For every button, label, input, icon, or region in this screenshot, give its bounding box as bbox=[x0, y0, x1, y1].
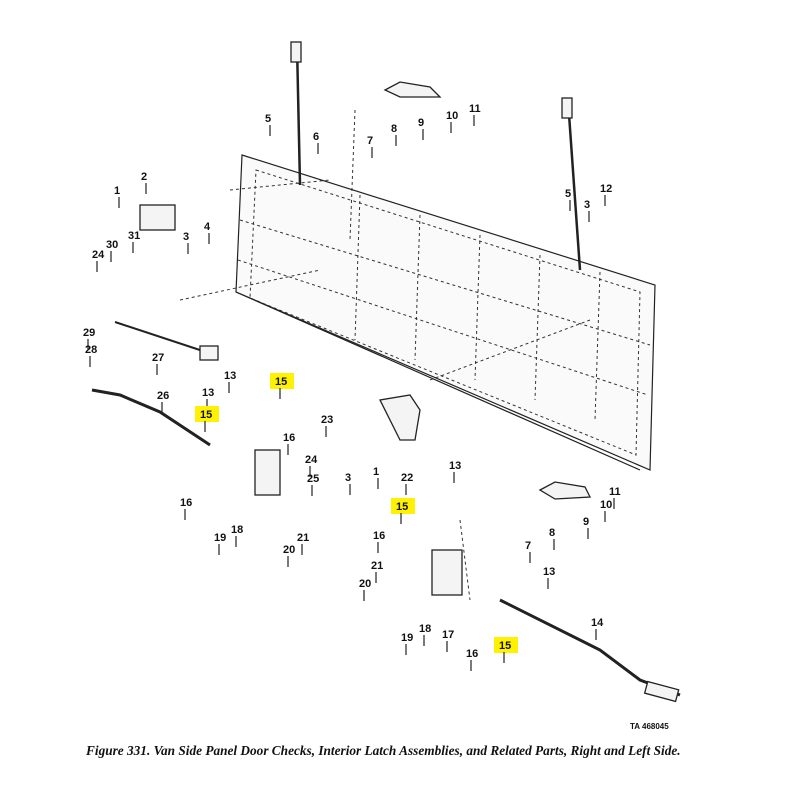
callout-highlight bbox=[494, 637, 518, 653]
callout-18: 18 bbox=[419, 623, 431, 635]
callout-14: 14 bbox=[591, 617, 604, 629]
ta-number: TA 468045 bbox=[630, 722, 669, 731]
callout-16: 16 bbox=[283, 432, 295, 444]
callout-7: 7 bbox=[525, 540, 531, 552]
callout-10: 10 bbox=[600, 499, 612, 511]
callout-21: 21 bbox=[371, 560, 383, 572]
callout-24: 24 bbox=[92, 249, 105, 261]
callout-29: 29 bbox=[83, 327, 95, 339]
callout-5: 5 bbox=[265, 113, 271, 125]
callout-13: 13 bbox=[202, 387, 214, 399]
callout-6: 6 bbox=[313, 131, 319, 143]
callout-3: 3 bbox=[345, 472, 351, 484]
callout-11: 11 bbox=[609, 486, 621, 498]
callout-30: 30 bbox=[106, 239, 118, 251]
callout-3: 3 bbox=[183, 231, 189, 243]
callout-17: 17 bbox=[442, 629, 454, 641]
callout-7: 7 bbox=[367, 135, 373, 147]
callout-highlight bbox=[195, 406, 219, 422]
callout-13: 13 bbox=[543, 566, 555, 578]
callout-13: 13 bbox=[449, 460, 461, 472]
callout-9: 9 bbox=[418, 117, 424, 129]
callout-9: 9 bbox=[583, 516, 589, 528]
callout-25: 25 bbox=[307, 473, 319, 485]
callout-8: 8 bbox=[391, 123, 397, 135]
callout-5: 5 bbox=[565, 188, 571, 200]
callout-27: 27 bbox=[152, 352, 164, 364]
callout-1: 1 bbox=[373, 466, 379, 478]
callout-22: 22 bbox=[401, 472, 413, 484]
callout-highlight bbox=[391, 498, 415, 514]
callout-12: 12 bbox=[600, 183, 612, 195]
callout-1: 1 bbox=[114, 185, 120, 197]
callout-20: 20 bbox=[359, 578, 371, 590]
callout-28: 28 bbox=[85, 344, 97, 356]
callout-15: 15 bbox=[499, 640, 511, 652]
callout-2: 2 bbox=[141, 171, 147, 183]
callout-15: 15 bbox=[396, 501, 408, 513]
callout-8: 8 bbox=[549, 527, 555, 539]
callout-16: 16 bbox=[180, 497, 192, 509]
callout-16: 16 bbox=[466, 648, 478, 660]
callout-15: 15 bbox=[200, 409, 212, 421]
callout-21: 21 bbox=[297, 532, 309, 544]
callout-19: 19 bbox=[214, 532, 226, 544]
callout-4: 4 bbox=[204, 221, 211, 233]
callout-24: 24 bbox=[305, 454, 318, 466]
callout-26: 26 bbox=[157, 390, 169, 402]
callout-10: 10 bbox=[446, 110, 458, 122]
figure-caption: Figure 331. Van Side Panel Door Checks, … bbox=[86, 743, 681, 758]
callout-13: 13 bbox=[224, 370, 236, 382]
callout-16: 16 bbox=[373, 530, 385, 542]
callout-23: 23 bbox=[321, 414, 333, 426]
callout-11: 11 bbox=[469, 103, 481, 115]
callout-20: 20 bbox=[283, 544, 295, 556]
rods-and-parts bbox=[91, 41, 681, 703]
callout-15: 15 bbox=[275, 376, 287, 388]
callout-3: 3 bbox=[584, 199, 590, 211]
callout-18: 18 bbox=[231, 524, 243, 536]
callout-31: 31 bbox=[128, 230, 140, 242]
van-side-panel bbox=[235, 154, 656, 471]
callout-highlight bbox=[270, 373, 294, 389]
callout-19: 19 bbox=[401, 632, 413, 644]
